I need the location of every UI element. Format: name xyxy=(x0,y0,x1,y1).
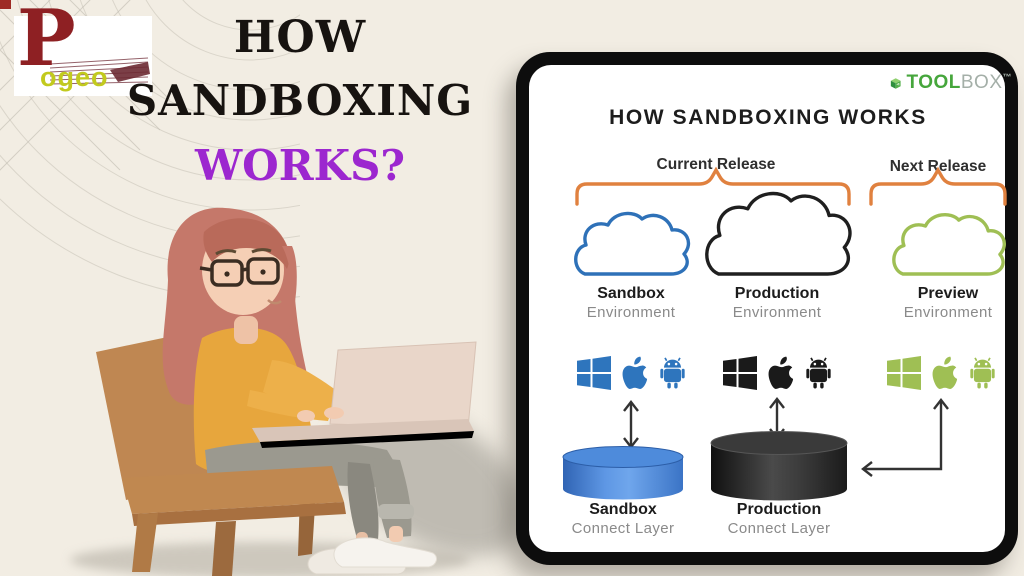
sandbox-platform-icons xyxy=(566,352,696,394)
red-corner-mark xyxy=(0,0,11,9)
hair-front xyxy=(203,218,289,269)
sandbox-environment-label: Sandbox Environment xyxy=(551,284,711,322)
production-environment-label: Production Environment xyxy=(697,284,857,322)
apple-icon xyxy=(932,356,958,389)
woman-illustration xyxy=(70,207,525,576)
green-cube-icon xyxy=(890,77,901,89)
preview-cloud xyxy=(892,213,1006,276)
connect-sub: Connect Layer xyxy=(571,520,675,537)
brace-current-release xyxy=(575,166,851,206)
env-sub: Environment xyxy=(732,304,822,321)
toolbox-logo: TOOLBOX™ xyxy=(890,68,1012,98)
apple-icon xyxy=(768,356,794,389)
hand xyxy=(324,407,344,419)
connect-name: Sandbox xyxy=(589,501,657,518)
production-cloud xyxy=(707,194,850,274)
ankle xyxy=(389,526,403,542)
arm-right xyxy=(263,360,348,417)
env-name: Sandbox xyxy=(597,285,665,302)
eyebrow-2 xyxy=(251,248,272,254)
preview-platform-icons xyxy=(876,352,1006,394)
sandbox-arrow xyxy=(623,400,639,449)
sandbox-cloud xyxy=(574,211,691,276)
chair-seat xyxy=(122,466,346,526)
brand-box: BOX xyxy=(960,72,1003,93)
jeans-cuff xyxy=(378,504,414,519)
production-platform-icons xyxy=(712,352,842,394)
glasses xyxy=(199,257,280,287)
windows-icon xyxy=(577,356,611,390)
group-label-current-release: Current Release xyxy=(656,156,776,173)
jeans-shin-rear xyxy=(347,462,379,542)
windows-icon xyxy=(723,356,757,390)
windows-icon xyxy=(887,356,921,390)
brace-next-release xyxy=(869,166,1007,206)
brand-tool: TOOL xyxy=(906,72,961,93)
eye-2 xyxy=(260,269,266,275)
env-name: Preview xyxy=(917,285,979,302)
laptop xyxy=(252,341,477,448)
sandbox-connect-label: Sandbox Connect Layer xyxy=(543,500,703,538)
page-title-line3: WORKS? xyxy=(194,141,406,190)
card-title: HOW SANDBOXING WORKS xyxy=(609,106,927,129)
apple-icon xyxy=(622,356,648,389)
preview-environment-label: Preview Environment xyxy=(868,284,1024,322)
logo-letter-p: P xyxy=(17,0,76,84)
toolbox-wordmark: TOOLBOX™ xyxy=(906,72,1012,94)
env-sub: Environment xyxy=(586,304,676,321)
sandbox-cylinder xyxy=(562,446,684,500)
eye xyxy=(224,271,230,277)
pogeo-logo: P ogeo xyxy=(14,0,152,96)
group-label-next-release: Next Release xyxy=(889,158,987,175)
page-title-line2: SANDBOXING xyxy=(126,76,474,125)
hand-2 xyxy=(297,410,315,422)
hair-strand xyxy=(282,246,297,338)
env-sub: Environment xyxy=(903,304,993,321)
android-icon xyxy=(970,357,995,389)
env-name: Production xyxy=(734,285,820,302)
page-title-line1: HOW xyxy=(233,12,367,63)
android-icon xyxy=(660,357,685,389)
brand-tm: ™ xyxy=(1002,72,1012,82)
laptop-base xyxy=(252,419,474,442)
mouth xyxy=(267,299,282,305)
neck xyxy=(234,316,258,344)
logo-fan-lines xyxy=(49,57,150,85)
logo-text: ogeo xyxy=(40,62,109,92)
chair-leg-left xyxy=(132,513,158,572)
production-connect-label: Production Connect Layer xyxy=(699,500,859,538)
diagram-canvas xyxy=(562,166,1007,501)
preview-to-production-arrow xyxy=(861,398,949,477)
production-cylinder xyxy=(710,431,848,501)
page-title: HOW SANDBOXING WORKS? xyxy=(120,8,480,198)
android-icon xyxy=(806,357,831,389)
laptop-screen xyxy=(329,341,477,429)
sneaker-front xyxy=(333,537,437,568)
eyebrow xyxy=(215,249,237,256)
connect-sub: Connect Layer xyxy=(727,520,831,537)
connect-name: Production xyxy=(736,501,822,518)
chair-leg-mid xyxy=(212,521,236,576)
laptop-base-edge xyxy=(260,431,474,448)
